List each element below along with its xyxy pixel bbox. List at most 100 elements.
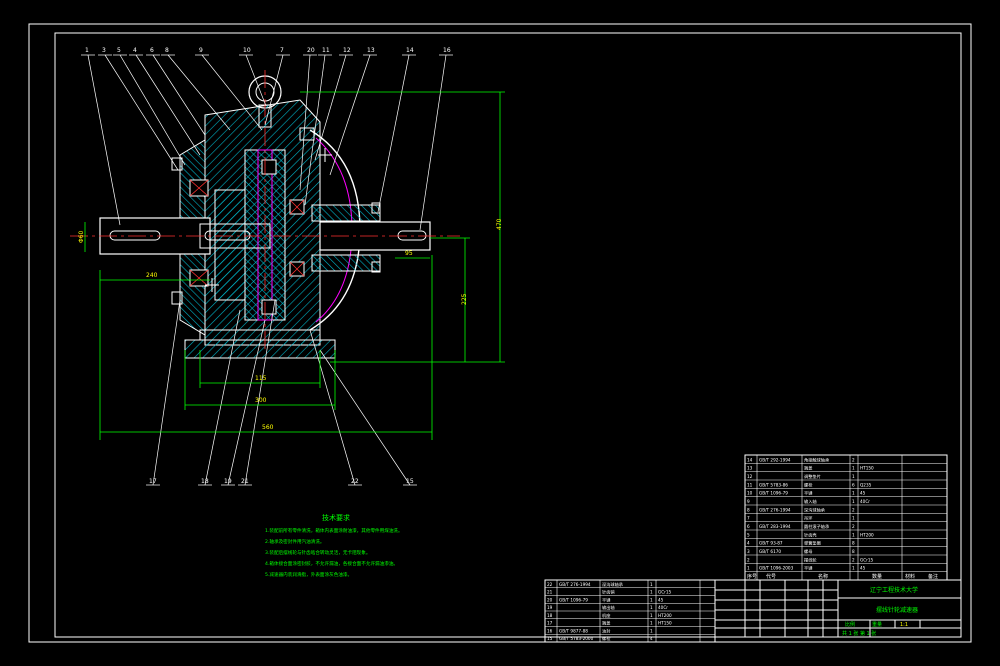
bom-cell-qty: 8 <box>852 549 855 554</box>
bom-cell-qty: 1 <box>650 590 653 595</box>
bom-cell-no: 14 <box>747 457 753 462</box>
tech-req-title: 技术要求 <box>322 513 350 522</box>
bom-cell-mat: HT200 <box>658 613 672 618</box>
bom-cell-qty: 1 <box>852 474 855 479</box>
bom-cell-qty: 2 <box>852 557 855 562</box>
balloon-label: 5 <box>117 47 121 54</box>
bom-cell-code: GB/T 5783-2000 <box>559 636 594 641</box>
bom-cell-qty: 8 <box>852 541 855 546</box>
bom-cell-name: 调整垫片 <box>804 473 821 480</box>
bom-cell-qty: 2 <box>852 507 855 512</box>
mass-label: 重量 <box>872 621 882 628</box>
bom-cell-qty: 1 <box>650 613 653 618</box>
bom-cell-no: 9 <box>747 499 750 504</box>
bom-cell-name: 平键 <box>804 490 813 497</box>
bom-cell-code: GB/T 93-87 <box>759 541 783 546</box>
dimension-texts: Φ60 240 95 225 470 115 300 560 <box>78 218 503 431</box>
tech-requirements: 技术要求 1.装配前所有零件清洗，箱体内表面涂耐油漆，其他零件用煤油洗。2.轴承… <box>265 513 403 578</box>
balloon-label: 12 <box>343 47 351 54</box>
bom-header-col_code: 代号 <box>766 573 776 580</box>
bom-cell-mat: HT150 <box>860 466 874 471</box>
bom-cell-no: 11 <box>747 482 753 487</box>
bom-cell-code: GB/T 276-1994 <box>559 582 591 587</box>
balloon-label: 3 <box>102 47 106 54</box>
bom-cell-code: GB/T 1096-79 <box>559 597 588 602</box>
balloon-label: 18 <box>201 478 209 485</box>
balloon-label: 6 <box>150 47 154 54</box>
bom-cell-name: 端盖 <box>804 465 812 472</box>
bom-cell-name: 弹簧垫圈 <box>804 540 821 547</box>
bom-cell-qty: 1 <box>852 532 855 537</box>
balloon-label: 9 <box>199 47 203 54</box>
bom-cell-name: 圆柱滚子轴承 <box>804 523 830 530</box>
bom-cell-mat: GCr15 <box>860 557 874 562</box>
bom-cell-qty: 2 <box>852 524 855 529</box>
bom-cell-name: 螺栓 <box>804 481 813 488</box>
bom-cell-mat: HT150 <box>658 621 672 626</box>
dim-overall: 560 <box>262 424 274 431</box>
bom-cell-code: GB/T 1096-79 <box>759 491 788 496</box>
bom-cell-code: GB/T 9877-88 <box>559 628 588 633</box>
balloon-label: 7 <box>280 47 284 54</box>
bom-cell-qty: 1 <box>852 499 855 504</box>
dim-base-b: 300 <box>255 397 267 404</box>
tech-req-item: 5.减速器内装润滑脂，外表面涂灰色油漆。 <box>265 571 352 578</box>
dimension-lines <box>84 91 505 440</box>
balloon-label: 20 <box>307 47 315 54</box>
bom-cell-qty: 1 <box>650 582 653 587</box>
balloon-label: 4 <box>133 47 137 54</box>
bom-cell-no: 16 <box>547 628 553 633</box>
bom-cell-qty: 1 <box>852 516 855 521</box>
bom-cell-no: 2 <box>747 557 750 562</box>
dim-left-len: 240 <box>146 272 158 279</box>
bom-cell-no: 13 <box>747 466 753 471</box>
bom-cell-code: GB/T 1096-2003 <box>759 566 794 571</box>
bom-cell-no: 18 <box>547 613 553 618</box>
bom-cell-code: GB/T 292-1994 <box>759 457 791 462</box>
bom-header-col_note: 备注 <box>928 573 938 580</box>
title-block: 辽宁工程技术大学 摆线针轮减速器 比例 1:1 共 1 张 第 1 张 重量 <box>714 579 962 638</box>
outer-border <box>28 23 972 643</box>
bom-cell-mat: 40Cr <box>658 605 668 610</box>
tech-req-item: 4.箱体接合面涂密封胶，不允许漏油，各接合面不允许漏油渗油。 <box>265 560 398 567</box>
bom-cell-no: 22 <box>547 582 553 587</box>
bom-header-col_mat: 材料 <box>905 573 915 580</box>
bom-header-col_name: 名称 <box>818 573 828 580</box>
bom-cell-name: 吊环 <box>804 516 812 522</box>
bom-cell-no: 3 <box>747 549 750 554</box>
balloon-label: 22 <box>351 478 359 485</box>
bom-cell-no: 17 <box>547 621 553 626</box>
inner-border <box>54 32 962 638</box>
tech-req-item: 1.装配前所有零件清洗，箱体内表面涂耐油漆，其他零件用煤油洗。 <box>265 527 403 534</box>
bom-cell-qty: 2 <box>852 457 855 462</box>
balloon-label: 15 <box>406 478 414 485</box>
bom-cell-no: 21 <box>547 590 553 595</box>
balloon-label: 21 <box>241 478 249 485</box>
bom-cell-name: 平键 <box>804 565 813 572</box>
bom-cell-name: 油封 <box>602 627 610 634</box>
balloon-label: 17 <box>149 478 157 485</box>
dim-shaft-dia: Φ60 <box>78 230 85 243</box>
balloon-label: 14 <box>406 47 414 54</box>
bom-cell-mat: 45 <box>658 597 664 602</box>
bom-cell-no: 4 <box>747 541 750 546</box>
bom-cell-code: GB/T 283-1994 <box>759 524 791 529</box>
bom-cell-mat: 45 <box>860 491 866 496</box>
bom-cell-name: 角接触球轴承 <box>804 456 830 463</box>
assembly-view <box>70 70 460 359</box>
balloon-label: 16 <box>443 47 451 54</box>
dim-height-a: 225 <box>461 293 468 305</box>
bom-cell-no: 20 <box>547 597 553 602</box>
bom-header-col_no: 序号 <box>747 573 757 580</box>
bom-cell-mat: Q235 <box>860 482 872 487</box>
bom-cell-name: 深沟球轴承 <box>602 581 624 588</box>
bom-cell-no: 15 <box>547 636 553 641</box>
balloon-label: 10 <box>243 47 251 54</box>
bom-cell-name: 输出轴 <box>602 604 615 611</box>
dim-height-b: 470 <box>496 218 503 230</box>
bom-cell-no: 12 <box>747 474 753 479</box>
scale-value: 1:1 <box>900 622 908 628</box>
bom-cell-name: 机座 <box>602 612 610 619</box>
